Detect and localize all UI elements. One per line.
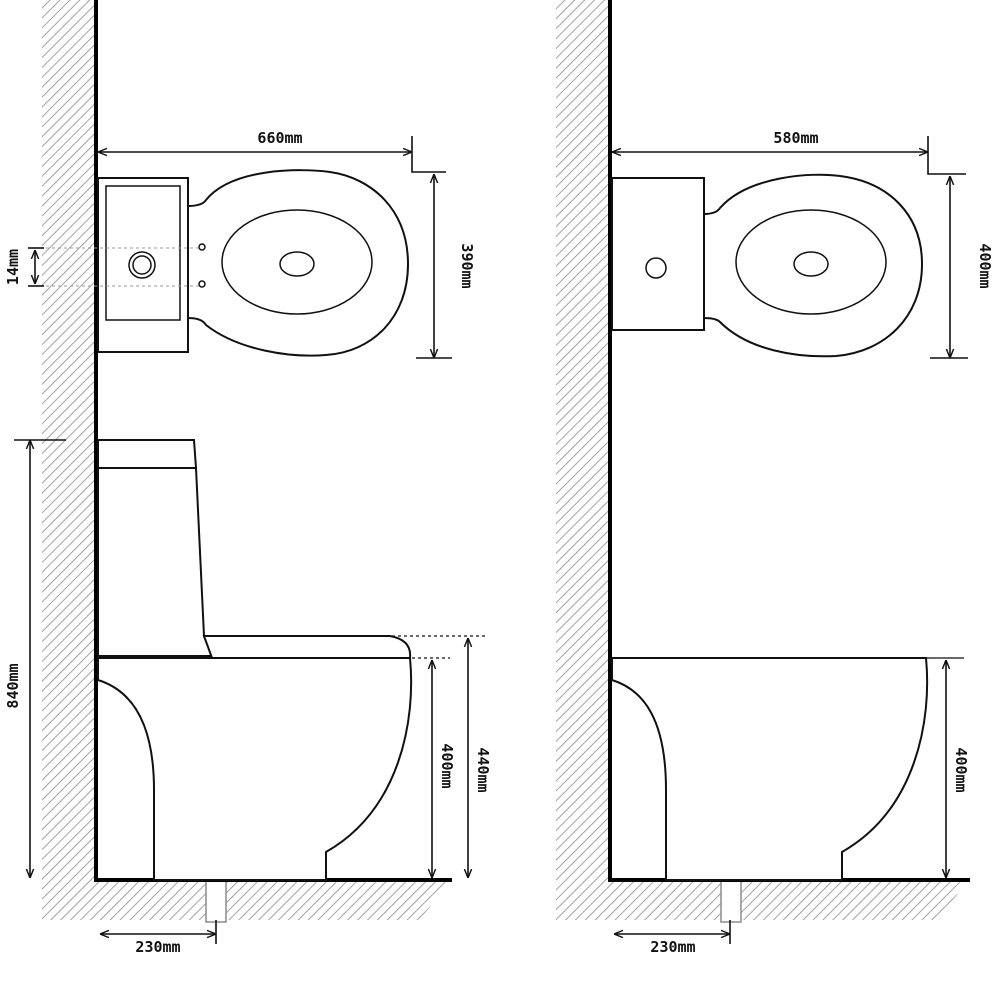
left-label-440: 440mm (474, 747, 492, 792)
right-bowl-body (611, 657, 929, 881)
right-floor-hatch (556, 880, 968, 920)
left-wall-hatch (42, 0, 96, 920)
left-seat-lid (202, 635, 412, 659)
left-side-view (97, 439, 488, 881)
left-label-660: 660mm (257, 129, 302, 147)
right-drain-hole (793, 251, 829, 277)
left-drain-pipe (205, 879, 227, 923)
left-dimensions: 660mm 390mm 14mm 840mm 400mm 440mm 230mm (4, 129, 492, 956)
left-tank-lid (97, 439, 198, 469)
left-drain-hole (279, 251, 315, 277)
left-floor-hatch (42, 880, 450, 920)
right-seat-ring (735, 209, 887, 315)
left-label-390: 390mm (458, 243, 476, 288)
left-flush-button (128, 251, 156, 279)
left-bowl-outline (187, 169, 410, 357)
left-label-230: 230mm (135, 938, 180, 956)
right-label-400-side: 400mm (952, 747, 970, 792)
right-dimensions: 580mm 400mm 400mm 230mm (612, 129, 994, 956)
left-toilet-diagram: 660mm 390mm 14mm 840mm 400mm 440mm 230mm (4, 0, 492, 956)
right-toilet-diagram: 580mm 400mm 400mm 230mm (556, 0, 994, 956)
right-bowl-outline (703, 173, 924, 358)
left-tank-body (97, 467, 214, 657)
left-hinge-1 (198, 243, 206, 251)
left-label-840: 840mm (4, 663, 22, 708)
left-dim-660-ext (411, 136, 446, 173)
left-flush-button-inner (132, 255, 152, 275)
right-dim-580-ext (927, 136, 966, 175)
left-label-14: 14mm (4, 249, 22, 285)
left-top-view (40, 169, 410, 357)
right-tank (611, 177, 705, 331)
right-drain-pipe (720, 879, 742, 923)
right-label-400-top: 400mm (976, 243, 994, 288)
right-label-580: 580mm (773, 129, 818, 147)
right-side-view (611, 657, 964, 881)
left-hinge-2 (198, 280, 206, 288)
left-bowl-body (97, 657, 413, 881)
right-label-230: 230mm (650, 938, 695, 956)
left-seat-ring (221, 209, 373, 315)
right-top-view (611, 173, 924, 358)
right-wall-hatch (556, 0, 610, 920)
right-flush-button (645, 257, 667, 279)
left-label-400: 400mm (438, 743, 456, 788)
left-tank-outer (97, 177, 189, 353)
left-tank-inner (105, 185, 181, 321)
